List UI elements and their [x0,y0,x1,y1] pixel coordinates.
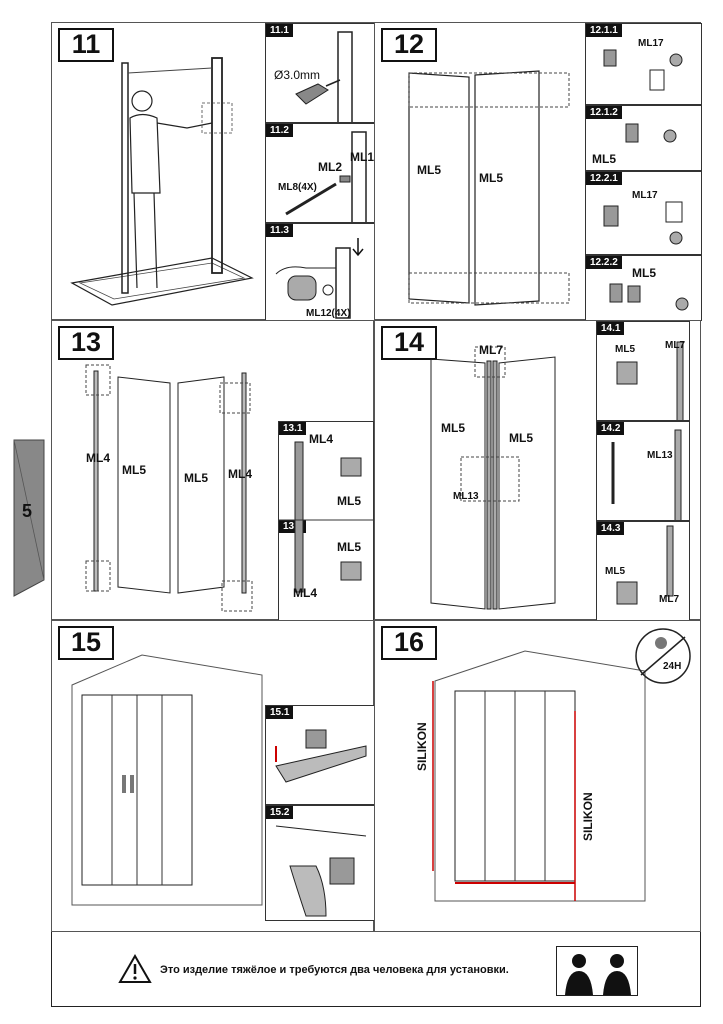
step-11-3-detail: 11.3 ML12(4X) [265,223,375,321]
roller-icon [603,49,683,91]
roller-bottom-mounted-icon [609,283,689,311]
step-12-number: 12 [381,28,437,62]
step-13-panel: 13 ML4 ML5 ML5 ML4 13.1 13.2 ML4 ML5 ML5… [51,320,374,621]
step-11-panel: 11 11.1 Ø3.0mm 11.2 ML1 ML2 ML8(4X) [51,22,375,321]
ml4-left-label: ML4 [86,451,110,465]
step-14-1-detail: 14.1 ML5 ML7 [596,321,690,421]
step-14-number: 14 [381,326,437,360]
step-12-2-2-detail: 12.2.2 ML5 [585,255,702,321]
ml17-bottom-label: ML17 [632,190,658,201]
detail-ml5-label: ML5 [615,344,635,355]
step-15-1-label: 15.1 [266,706,294,719]
step-11-illustration [70,57,254,306]
step-11-2-detail: 11.2 ML1 ML2 ML8(4X) [265,123,375,223]
ml5-right-label: ML5 [509,431,533,445]
seal-bottom-icon [616,525,674,605]
roller-mounted-icon [625,123,677,143]
ml5-left-label: ML5 [417,163,441,177]
screwdriver-icon [285,131,367,222]
ml5-detail-label: ML5 [592,152,616,166]
page-side-tab [13,439,45,597]
ml17-top-label: ML17 [638,38,664,49]
ml12-label: ML12(4X) [306,308,351,319]
roller-bottom-icon [603,201,683,245]
silicon-left-label: SILIKON [415,722,429,771]
step-11-2-label: 11.2 [266,124,293,137]
step-12-2-1-label: 12.2.1 [586,172,622,185]
ml1-label: ML1 [350,150,374,164]
drill-icon [295,31,353,122]
detail-ml5-bottom: ML5 [337,540,361,554]
shower-timer-icon [635,628,691,684]
step-11-number: 11 [58,28,114,62]
ml8-label: ML8(4X) [278,182,317,193]
step-15-number: 15 [58,626,114,660]
step-12-1-2-detail: 12.1.2 ML5 [585,105,702,171]
step-13-detail: 13.1 13.2 ML4 ML5 ML5 ML4 [278,421,374,621]
two-people-figures [565,954,631,995]
step-16-panel: 16 SILIKON SILIKON 24H [374,620,701,932]
page-number: 5 [22,501,33,521]
step-16-number: 16 [381,626,437,660]
detail-ml4-top: ML4 [309,432,333,446]
seal-top-icon [616,341,684,420]
cap-icon [275,238,364,319]
step-14-3-detail: 14.3 ML5 ML7 [596,521,690,621]
step-15-1-detail: 15.1 [265,705,375,805]
step-14-2-detail: 14.2 ML13 [596,421,690,521]
ml13-label: ML13 [453,491,479,502]
drill-size-label: Ø3.0mm [274,68,321,82]
step-15-2-detail: 15.2 [265,805,375,921]
ml2-label: ML2 [318,160,342,174]
step-14-3-label: 14.3 [597,522,625,535]
step-13-illustration [85,364,253,612]
ml5-left-label: ML5 [441,421,465,435]
ml7-label: ML7 [479,343,503,357]
roller-lock-icon [275,825,367,917]
detail-ml7-bottom-label: ML7 [659,594,679,605]
step-14-illustration [430,346,556,610]
rail-icon [275,729,367,783]
step-11-1-detail: 11.1 Ø3.0mm [265,23,375,123]
step-11-3-label: 11.3 [266,224,293,237]
detail-ml5-top: ML5 [337,494,361,508]
step-11-1-label: 11.1 [266,24,293,37]
handle-icon [611,429,682,520]
timer-label: 24H [663,661,682,672]
step-12-illustration [408,70,570,306]
step-16-illustration [432,650,646,902]
step-15-panel: 15 15.1 15.2 [51,620,375,932]
step-12-panel: 12 ML5 ML5 12.1.1 ML17 12.1.2 ML5 12.2.1… [374,22,702,321]
step-14-panel: 14 ML7 ML5 ML5 ML13 14.1 ML5 ML7 14.2 ML… [374,320,701,621]
step-12-1-1-label: 12.1.1 [586,24,622,37]
ml5-left-label: ML5 [122,463,146,477]
warning-footer: Это изделие тяжёлое и требуются два чело… [118,950,548,994]
step-14-1-label: 14.1 [597,322,625,335]
step-12-2-2-label: 12.2.2 [586,256,622,269]
step-15-2-label: 15.2 [266,806,294,819]
detail-ml7-label: ML7 [665,340,685,351]
ml4-right-label: ML4 [228,467,252,481]
step-13-number: 13 [58,326,114,360]
step-14-2-label: 14.2 [597,422,625,435]
detail-ml4-bottom: ML4 [293,586,317,600]
step-12-1-1-detail: 12.1.1 ML17 [585,23,702,105]
ml5-bottom-label: ML5 [632,266,656,280]
ml5-right-label: ML5 [184,471,208,485]
warning-text: Это изделие тяжёлое и требуются два чело… [160,964,509,976]
step-12-2-1-detail: 12.2.1 ML17 [585,171,702,255]
ml5-right-label: ML5 [479,171,503,185]
warning-icon [118,953,152,983]
silicon-right-label: SILIKON [581,792,595,841]
step-13-1-label: 13.1 [279,422,307,435]
detail-ml5-bottom-label: ML5 [605,566,625,577]
two-people-icon [556,946,638,996]
detail-ml13-label: ML13 [647,450,673,461]
step-12-1-2-label: 12.1.2 [586,106,622,119]
step-15-illustration [71,654,263,906]
profile-icon [279,441,373,593]
